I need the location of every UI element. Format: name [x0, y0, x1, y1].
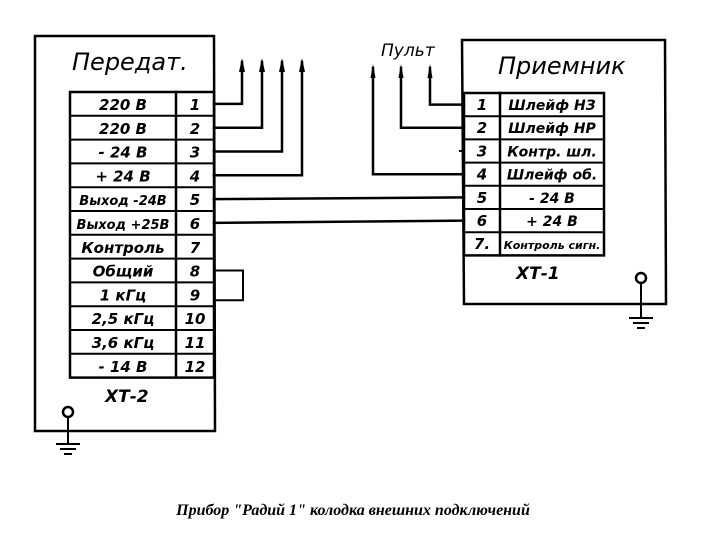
arrow-up-icon	[398, 64, 404, 78]
terminal-label: - 24 В	[529, 191, 575, 207]
terminal-row: 220 В 2	[99, 120, 200, 138]
terminal-row: 7. Контроль сигн.	[474, 235, 600, 253]
wire	[371, 66, 466, 176]
terminal-label: Выход +25В	[77, 218, 170, 233]
terminal-number: 9	[190, 286, 200, 304]
receiver-connector-label: ХТ-1	[515, 264, 560, 284]
jumper-wire	[213, 269, 244, 302]
console-label: Пульт	[381, 41, 436, 61]
terminal-number: 2	[190, 120, 200, 138]
terminal-number: 7	[190, 239, 201, 257]
transmitter-title: Передат.	[72, 48, 188, 76]
terminal-label: Контроль	[81, 239, 164, 257]
wire	[428, 66, 466, 106]
terminal-label: 1 кГц	[100, 286, 147, 304]
terminal-number: 4	[189, 167, 200, 185]
ground-icon	[629, 271, 653, 329]
terminal-number: 5	[190, 191, 200, 209]
transmitter-output-wire	[212, 58, 265, 129]
terminal-number: 12	[185, 358, 206, 376]
terminal-number: 3	[477, 142, 487, 160]
terminal-label: 220 В	[99, 120, 147, 138]
ground-icon	[56, 405, 80, 455]
terminal-row: + 24 В 4	[95, 167, 200, 185]
wire	[212, 60, 264, 129]
console-wire	[370, 64, 466, 176]
terminal-row: Выход +25В 6	[77, 215, 201, 233]
terminal-row: 5 - 24 В	[477, 189, 575, 207]
terminal-row: 3,6 кГц 11	[92, 334, 206, 352]
receiver-title: Приемник	[498, 52, 626, 80]
terminal-label: Шлейф НР	[508, 121, 596, 137]
terminal-number: 11	[185, 334, 206, 352]
terminal-label: Общий	[93, 263, 154, 281]
terminal-label: 2,5 кГц	[92, 310, 155, 328]
terminal-row: 2 Шлейф НР	[477, 119, 597, 137]
transmitter-block: Передат. 220 В 1 220 В 2 - 24 В 3 + 24 В 4Выход…	[33, 34, 217, 455]
terminal-row: 2,5 кГц 10	[92, 310, 206, 328]
receiver-block: Приемник 1 Шлейф НЗ 2 Шлейф НР 3 Контр. шл. 4 Ш…	[460, 38, 668, 329]
receiver-terminal-table: 1 Шлейф НЗ 2 Шлейф НР 3 Контр. шл. 4 Шлейф об. 5…	[462, 91, 606, 257]
console-wire	[398, 64, 466, 130]
terminal-number: 2	[477, 119, 487, 137]
terminal-number: 4	[476, 166, 487, 184]
connection-wire	[212, 219, 466, 225]
terminal-label: Шлейф НЗ	[508, 98, 595, 114]
terminal-number: 6	[477, 212, 487, 230]
wire	[212, 60, 284, 153]
transmitter-output-wire	[212, 58, 245, 106]
wire	[399, 66, 466, 130]
terminal-row: 1 кГц 9	[100, 286, 200, 304]
transmitter-output-wire	[212, 58, 285, 153]
arrow-up-icon	[427, 64, 433, 78]
terminal-label: Контр. шл.	[507, 144, 597, 160]
terminal-row: - 24 В 3	[99, 144, 201, 162]
wire	[212, 60, 244, 106]
terminal-number: 3	[190, 144, 200, 162]
arrow-up-icon	[299, 58, 305, 72]
arrow-up-icon	[370, 64, 376, 78]
terminal-number: 6	[190, 215, 200, 233]
terminal-row: Контроль 7	[81, 239, 200, 257]
terminal-label: 220 В	[99, 96, 147, 114]
terminal-row: - 14 В 12	[99, 358, 206, 376]
terminal-label: Контроль сигн.	[504, 239, 601, 252]
transmitter-output-wire	[212, 58, 305, 177]
terminal-number: 1	[190, 96, 200, 114]
terminal-label: - 24 В	[99, 144, 148, 162]
terminal-label: + 24 В	[526, 214, 578, 230]
terminal-row: 3 Контр. шл.	[477, 142, 597, 160]
terminal-row: 220 В 1	[99, 96, 200, 114]
transmitter-connector-label: ХТ-2	[104, 387, 149, 407]
terminal-label: - 14 В	[99, 358, 148, 376]
arrow-up-icon	[239, 58, 245, 72]
figure-caption: Прибор "Радий 1" колодка внешних подключ…	[176, 502, 530, 519]
console-wire	[427, 64, 466, 106]
terminal-row: Общий 8	[93, 263, 201, 281]
terminal-row: Выход -24В 5	[79, 191, 200, 209]
terminal-label: 3,6 кГц	[92, 334, 155, 352]
terminal-label: + 24 В	[95, 167, 150, 185]
terminal-label: Шлейф об.	[507, 168, 597, 184]
terminal-number: 10	[185, 310, 206, 328]
terminal-label: Выход -24В	[79, 194, 166, 209]
terminal-row: 6 + 24 В	[477, 212, 578, 230]
terminal-number: 8	[190, 263, 200, 281]
transmitter-box	[33, 34, 217, 433]
terminal-number: 7.	[474, 235, 490, 253]
terminal-number: 1	[477, 96, 487, 114]
wire	[212, 60, 304, 177]
arrow-up-icon	[279, 58, 285, 72]
terminal-row: 4 Шлейф об.	[476, 166, 597, 184]
terminal-row: 1 Шлейф НЗ	[477, 96, 596, 114]
arrow-up-icon	[259, 58, 265, 72]
connection-wire	[212, 196, 466, 201]
terminal-number: 5	[477, 189, 487, 207]
wires	[212, 58, 466, 302]
